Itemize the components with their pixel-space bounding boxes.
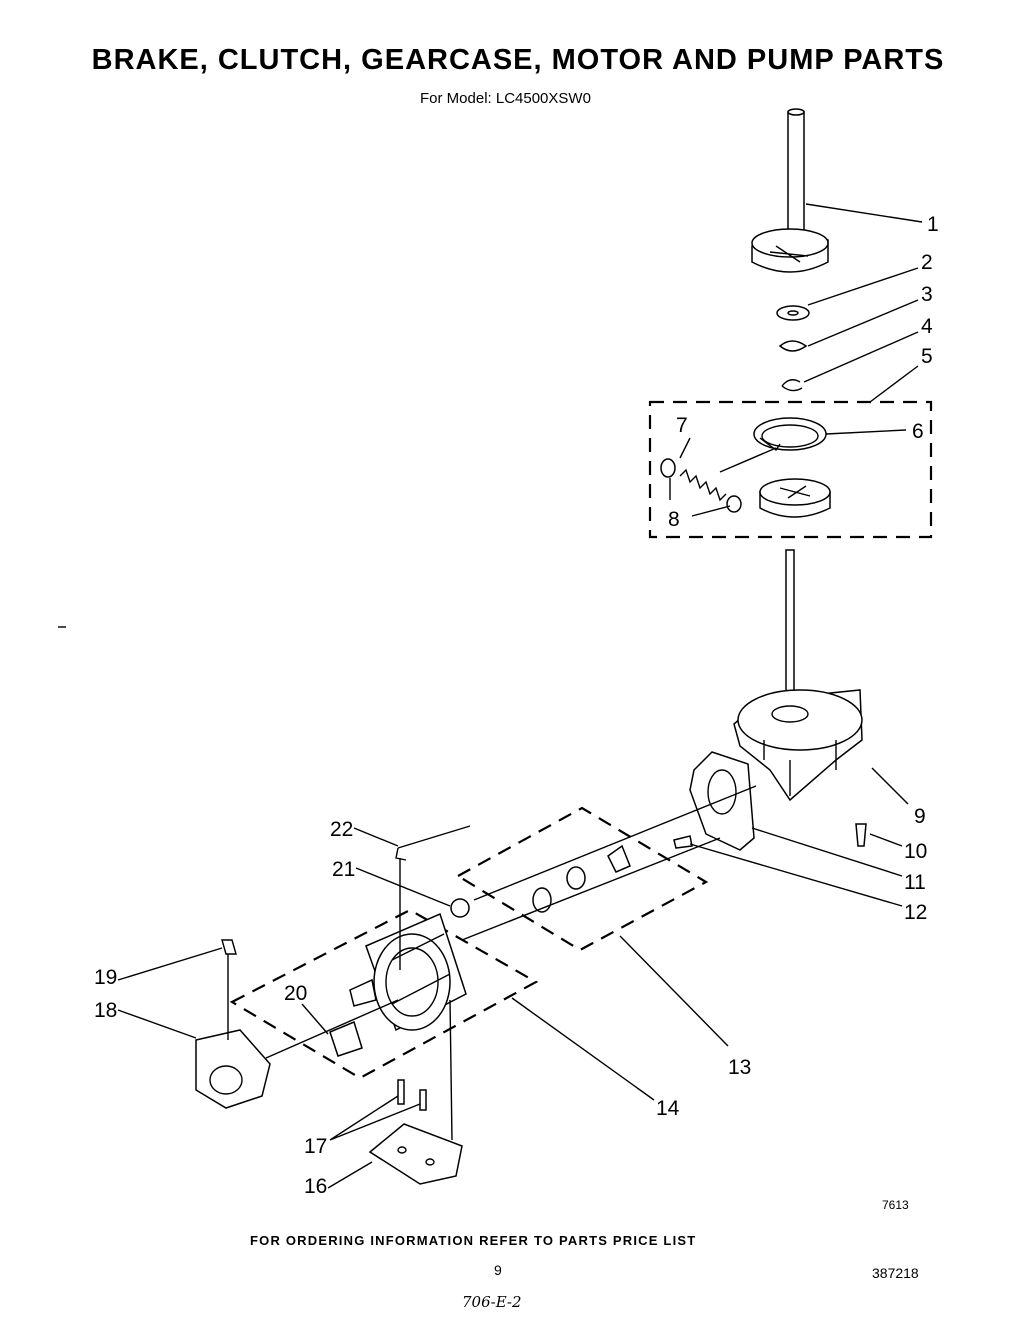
callout-3: 3 (921, 283, 933, 306)
part-8-drawing (726, 495, 742, 513)
callout-11: 11 (904, 871, 926, 894)
part-20-drawing (329, 1020, 363, 1057)
part-6-drawing (753, 417, 827, 452)
document-number: 387218 (872, 1265, 919, 1281)
coupling-disc-drawing (566, 866, 586, 890)
part-17-drawing-b (419, 1089, 427, 1111)
callout-7: 7 (676, 414, 688, 437)
model-line: For Model: LC4500XSW0 (420, 90, 591, 107)
part-19-drawing (221, 939, 237, 955)
callout-20: 20 (284, 982, 307, 1005)
callout-2: 2 (921, 251, 933, 274)
motor-drawing (349, 912, 467, 1032)
ordering-note: FOR ORDERING INFORMATION REFER TO PARTS … (250, 1233, 697, 1248)
callout-10: 10 (904, 840, 927, 863)
callout-17: 17 (304, 1135, 327, 1158)
part-11-drawing (689, 751, 755, 851)
drawing-number: 7613 (882, 1198, 909, 1212)
callout-6: 6 (912, 420, 924, 443)
part-14-assembly-box (229, 908, 539, 1080)
part-12-drawing (673, 835, 693, 849)
callout-19: 19 (94, 966, 117, 989)
part-21-drawing (450, 898, 470, 918)
part-16-drawing (368, 1123, 463, 1185)
part-1-drawing (751, 108, 829, 273)
page-number: 9 (494, 1262, 502, 1278)
part-2-drawing (776, 305, 810, 321)
part-3-drawing (778, 340, 808, 352)
callout-16: 16 (304, 1175, 327, 1198)
callout-1: 1 (927, 213, 939, 236)
callout-9: 9 (914, 805, 926, 828)
part-10-drawing (855, 823, 867, 847)
callout-21: 21 (332, 858, 355, 881)
handwritten-note: 706-E-2 (462, 1293, 522, 1311)
callout-8: 8 (668, 508, 680, 531)
callout-18: 18 (94, 999, 117, 1022)
part-9-drawing (733, 689, 863, 802)
callout-5: 5 (921, 345, 933, 368)
part-5-assembly-box (648, 400, 933, 539)
part-17-drawing-a (397, 1079, 405, 1105)
page-title: BRAKE, CLUTCH, GEARCASE, MOTOR AND PUMP … (91, 44, 945, 76)
coupling-drive-drawing (607, 844, 631, 873)
callout-4: 4 (921, 315, 933, 338)
part-7-drawing (660, 458, 727, 502)
callout-14: 14 (656, 1097, 680, 1120)
lower-shaft-drawing (785, 549, 795, 701)
clutch-drum-drawing (759, 478, 831, 518)
callout-12: 12 (904, 901, 927, 924)
part-22-drawing (395, 825, 471, 861)
callout-13: 13 (728, 1056, 751, 1079)
part-13-assembly-box (455, 806, 709, 952)
part-18-drawing (195, 1029, 271, 1109)
callout-22: 22 (330, 818, 353, 841)
part-4-drawing (781, 379, 803, 392)
